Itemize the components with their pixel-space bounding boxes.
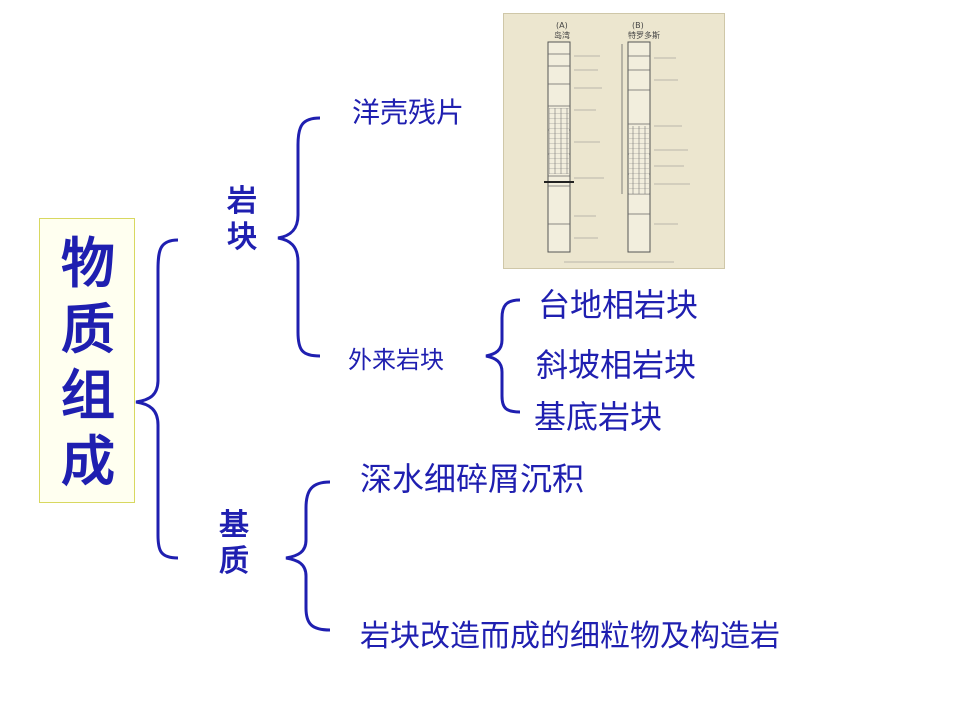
node-basement-block: 基底岩块 (534, 398, 663, 436)
root-node: 物 质 组 成 (39, 218, 135, 503)
node-fine-grained-tectonite: 岩块改造而成的细粒物及构造岩 (360, 619, 780, 654)
rock-block-bracket (277, 116, 321, 358)
root-char: 物 (61, 231, 115, 295)
root-bracket (135, 238, 179, 560)
stratigraphic-columns-drawing: (A) 岛湾 (B) 特罗多斯 (544, 21, 690, 263)
column-a-title: (A) (556, 21, 568, 30)
matrix-bracket (285, 480, 331, 632)
node-slope-block: 斜坡相岩块 (536, 346, 697, 384)
branch-rock-block-label: 岩 块 (227, 184, 257, 255)
root-char: 组 (61, 363, 115, 427)
root-char: 质 (61, 297, 115, 361)
node-platform-block: 台地相岩块 (538, 286, 699, 324)
node-deep-water-clastic: 深水细碎屑沉积 (360, 460, 585, 498)
column-a-name: 岛湾 (554, 30, 570, 40)
column-b-title: (B) (632, 21, 644, 30)
column-b-name: 特罗多斯 (628, 30, 660, 40)
node-exotic-block: 外来岩块 (348, 346, 444, 374)
stratigraphic-column-image: (A) 岛湾 (B) 特罗多斯 (503, 13, 725, 269)
branch-matrix-label: 基 质 (219, 508, 249, 579)
node-ocean-crust-fragment: 洋壳残片 (352, 96, 465, 129)
exotic-block-bracket (485, 298, 521, 414)
root-char: 成 (61, 429, 115, 493)
